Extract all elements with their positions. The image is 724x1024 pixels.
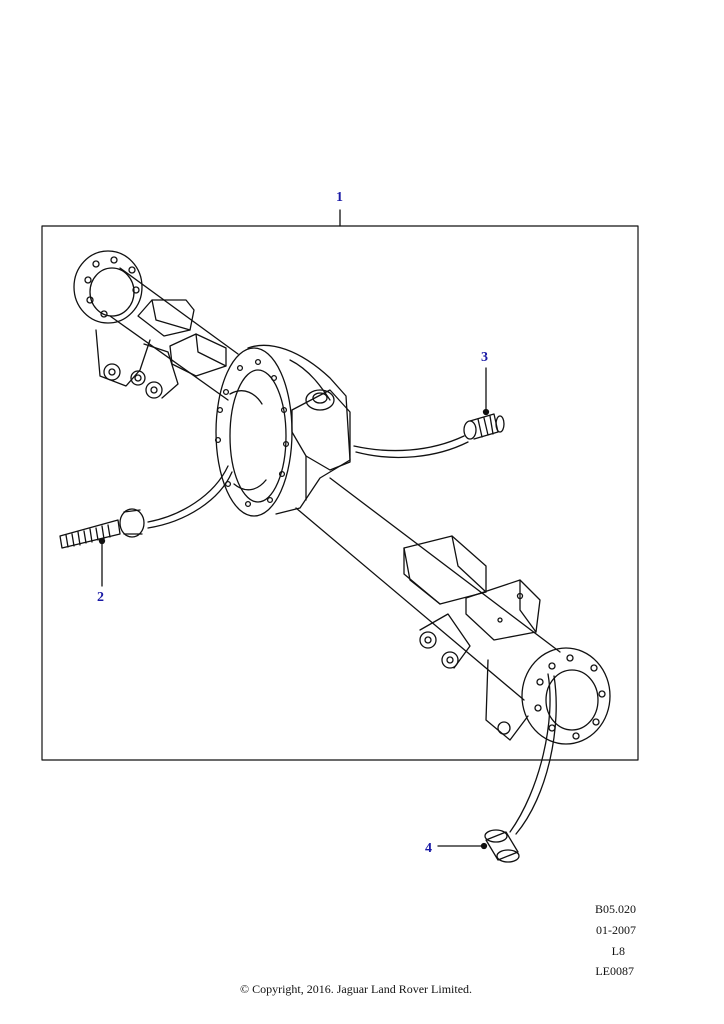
bush-illustration bbox=[484, 829, 520, 863]
copyright-notice: © Copyright, 2016. Jaguar Land Rover Lim… bbox=[239, 982, 473, 996]
callout-4[interactable]: 4 bbox=[425, 841, 432, 856]
connector-4 bbox=[509, 673, 551, 833]
wheel-stud-illustration bbox=[59, 508, 145, 549]
assembly-frame bbox=[41, 225, 639, 761]
connector-3b bbox=[355, 441, 469, 459]
axle-assembly-illustration bbox=[73, 250, 611, 745]
connector-4b bbox=[515, 675, 557, 835]
connector-2b bbox=[147, 471, 233, 529]
diagram-model: L8 bbox=[611, 944, 625, 958]
diagram-date: 01-2007 bbox=[596, 923, 636, 937]
diagram-code: B05.020 bbox=[594, 902, 636, 916]
connector-3 bbox=[353, 435, 465, 452]
callout-1[interactable]: 1 bbox=[336, 190, 343, 205]
drain-plug-illustration bbox=[463, 413, 505, 440]
callout-3[interactable]: 3 bbox=[481, 350, 488, 365]
diagram-ref: LE0087 bbox=[595, 964, 634, 978]
callout-2[interactable]: 2 bbox=[97, 590, 104, 605]
connector-2 bbox=[147, 465, 229, 523]
